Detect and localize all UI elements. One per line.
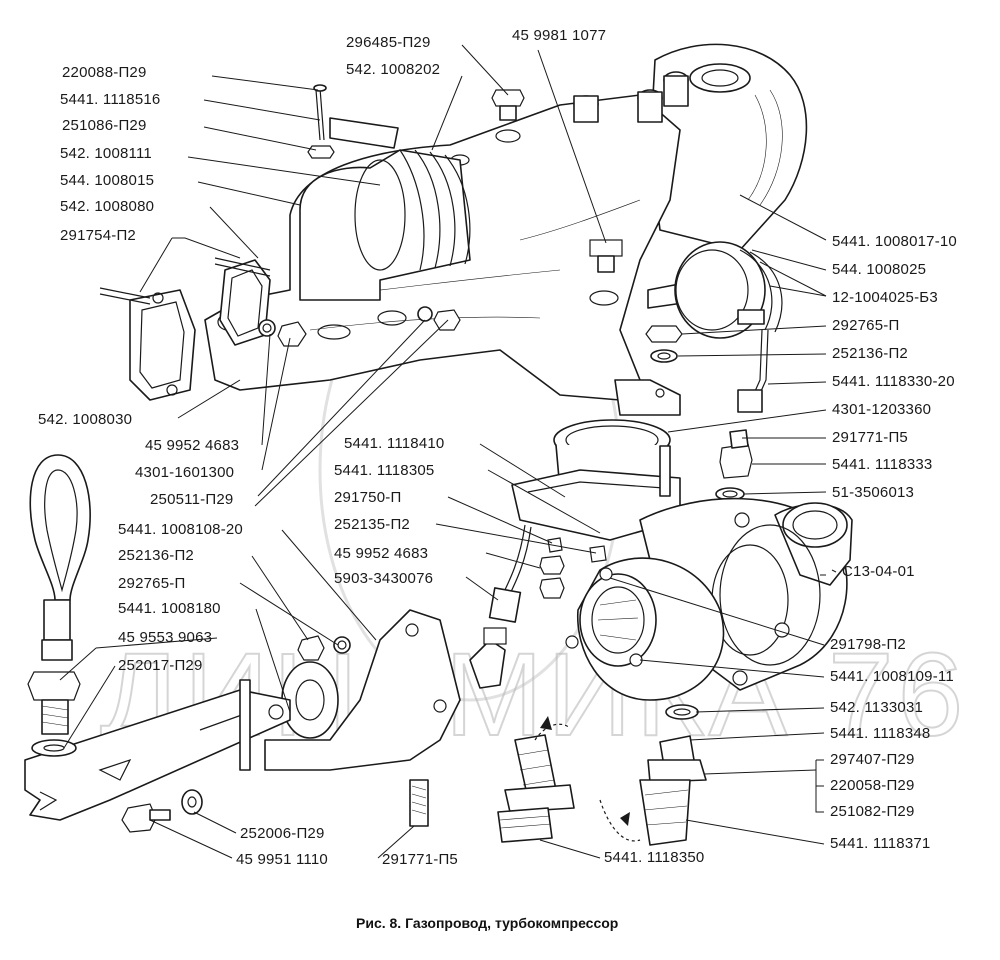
label-542-1133031: 542. 1133031 xyxy=(830,699,923,716)
connection-sleeve xyxy=(645,241,783,363)
label-5441-1118305: 5441. 1118305 xyxy=(334,462,434,479)
bellows-elbow xyxy=(299,117,471,301)
label-252135-p2: 252135-П2 xyxy=(334,516,410,533)
exhaust-flange xyxy=(264,609,461,827)
label-296485-p29: 296485-П29 xyxy=(346,34,431,51)
label-291750-p: 291750-П xyxy=(334,489,401,506)
label-45-9952-4683-top: 45 9952 4683 xyxy=(145,437,239,454)
label-5441-1118348: 5441. 1118348 xyxy=(830,725,930,742)
label-252136-p2-right: 252136-П2 xyxy=(832,345,908,362)
part-labels: 296485-П29 45 9981 1077 542. 1008202 220… xyxy=(38,27,957,868)
label-544-1008025: 544. 1008025 xyxy=(832,261,926,278)
label-252136-p2-left: 252136-П2 xyxy=(118,547,194,564)
label-251082-p29: 251082-П29 xyxy=(830,803,915,820)
label-291771-p5-bottom: 291771-П5 xyxy=(382,851,458,868)
label-5441-1118330-20: 5441. 1118330-20 xyxy=(832,373,955,390)
label-45-9981-1077: 45 9981 1077 xyxy=(512,27,606,44)
label-544-1008015: 544. 1008015 xyxy=(60,172,154,189)
leader-lines xyxy=(59,44,837,859)
label-5441-1008180: 5441. 1008180 xyxy=(118,600,221,617)
label-542-1008111: 542. 1008111 xyxy=(60,145,152,162)
label-5441-1118333: 5441. 1118333 xyxy=(832,456,932,473)
label-5441-1008017-10: 5441. 1008017-10 xyxy=(832,233,957,250)
label-5441-1008109-11: 5441. 1008109-11 xyxy=(830,668,954,685)
label-5903-3430076: 5903-3430076 xyxy=(334,570,433,587)
turbo-adapter xyxy=(511,419,681,599)
label-4301-1203360: 4301-1203360 xyxy=(832,401,931,418)
label-220088-p29: 220088-П29 xyxy=(62,64,147,81)
label-291754-p2: 291754-П2 xyxy=(60,227,136,244)
label-250511-p29: 250511-П29 xyxy=(150,491,233,508)
drain-hoses xyxy=(497,704,707,846)
intake-manifold xyxy=(649,43,808,251)
label-5441-1118371: 5441. 1118371 xyxy=(830,835,930,852)
small-fasteners-top xyxy=(307,84,525,159)
label-c13-04-01: С13-04-01 xyxy=(842,563,915,580)
left-gaskets xyxy=(99,257,461,401)
label-292765-p-right: 292765-П xyxy=(832,317,899,334)
label-5441-1118516: 5441. 1118516 xyxy=(60,91,160,108)
label-292765-p-left: 292765-П xyxy=(118,575,185,592)
oil-hose xyxy=(469,524,532,689)
label-252017-p29: 252017-П29 xyxy=(118,657,203,674)
label-291771-p5-right: 291771-П5 xyxy=(832,429,908,446)
label-5441-1118410: 5441. 1118410 xyxy=(344,435,444,452)
label-251086-p29: 251086-П29 xyxy=(62,117,147,134)
label-4301-1601300: 4301-1601300 xyxy=(135,464,234,481)
lifting-eye-bolt xyxy=(27,454,91,757)
label-45-9553-9063: 45 9553 9063 xyxy=(118,629,212,646)
label-252006-p29: 252006-П29 xyxy=(240,825,325,842)
label-542-1008202: 542. 1008202 xyxy=(346,61,440,78)
label-542-1008080: 542. 1008080 xyxy=(60,198,154,215)
label-45-9951-1110: 45 9951 1110 xyxy=(236,851,328,868)
support-bracket xyxy=(24,679,291,833)
turbocharger xyxy=(565,497,853,701)
label-12-1004025-b3: 12-1004025-Б3 xyxy=(832,289,938,306)
label-45-9952-4683-mid: 45 9952 4683 xyxy=(334,545,428,562)
figure-caption: Рис. 8. Газопровод, турбокомпрессор xyxy=(356,915,618,931)
label-5441-1008108-20: 5441. 1008108-20 xyxy=(118,521,243,538)
label-291798-p2: 291798-П2 xyxy=(830,636,906,653)
label-542-1008030: 542. 1008030 xyxy=(38,411,132,428)
label-51-3506013: 51-3506013 xyxy=(832,484,914,501)
label-220058-p29: 220058-П29 xyxy=(830,777,915,794)
label-5441-1118350: 5441. 1118350 xyxy=(604,849,704,866)
drawing xyxy=(24,43,853,846)
label-297407-p29: 297407-П29 xyxy=(830,751,915,768)
